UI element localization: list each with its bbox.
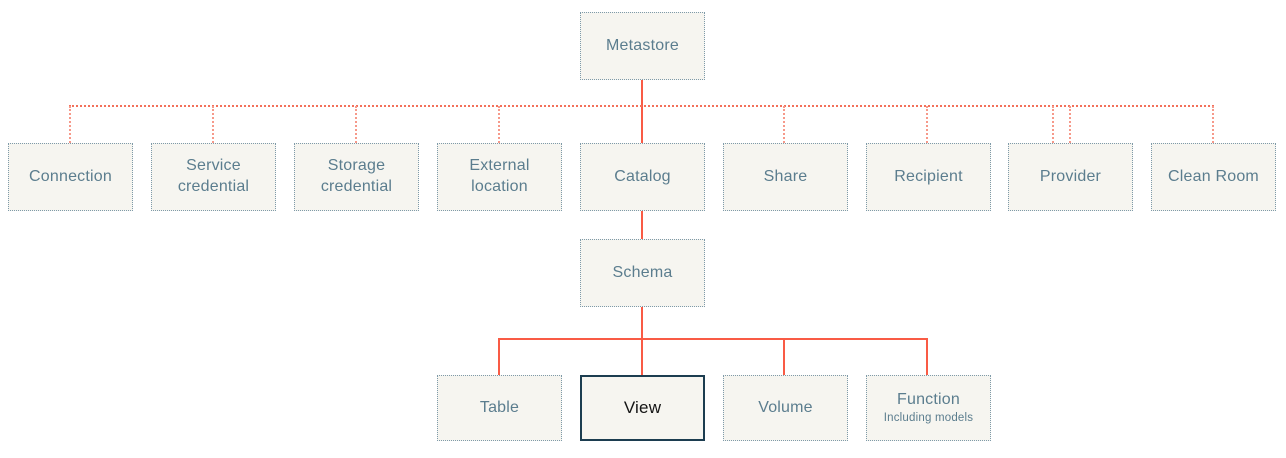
node-share-label: Share (763, 167, 808, 185)
connector-drop-function (926, 339, 928, 375)
node-volume: Volume (723, 375, 848, 441)
node-recipient-label: Recipient (894, 167, 963, 185)
node-function: Function Including models (866, 375, 991, 441)
connector-top-horizontal (69, 105, 1214, 107)
node-external-location-label: External location (469, 157, 530, 195)
connector-drop-provider-b (1069, 106, 1071, 143)
node-view: View (580, 375, 705, 441)
connector-drop-clean-room (1212, 106, 1214, 143)
connector-drop-storage-credential (355, 106, 357, 143)
node-function-label: Function (897, 391, 960, 409)
node-schema-label: Schema (612, 263, 673, 281)
node-table: Table (437, 375, 562, 441)
connector-drop-service-credential (212, 106, 214, 143)
node-catalog: Catalog (580, 143, 705, 211)
connector-schema-down (641, 307, 643, 338)
node-view-label: View (623, 397, 662, 417)
node-service-credential: Service credential (151, 143, 276, 211)
node-recipient: Recipient (866, 143, 991, 211)
node-table-label: Table (479, 398, 520, 416)
node-schema: Schema (580, 239, 705, 307)
node-catalog-label: Catalog (614, 167, 671, 185)
connector-drop-volume (783, 339, 785, 375)
node-volume-label: Volume (758, 398, 813, 416)
node-share: Share (723, 143, 848, 211)
node-provider-label: Provider (1039, 167, 1102, 185)
connector-drop-view (641, 339, 643, 375)
connector-metastore-down (641, 80, 643, 143)
connector-bottom-horizontal (498, 338, 928, 340)
node-clean-room-label: Clean Room (1168, 167, 1259, 185)
node-metastore-label: Metastore (606, 36, 679, 54)
node-connection-label: Connection (29, 167, 112, 185)
node-provider: Provider (1008, 143, 1133, 211)
node-storage-credential-label: Storage credential (320, 157, 393, 195)
connector-drop-share (783, 106, 785, 143)
connector-drop-recipient (926, 106, 928, 143)
connector-drop-table (498, 339, 500, 375)
node-function-sublabel: Including models (883, 412, 974, 424)
node-clean-room: Clean Room (1151, 143, 1276, 211)
connector-drop-external-location (498, 106, 500, 143)
node-storage-credential: Storage credential (294, 143, 419, 211)
node-metastore: Metastore (580, 12, 705, 80)
connector-catalog-schema (641, 211, 643, 239)
connector-drop-connection (69, 106, 71, 143)
node-external-location: External location (437, 143, 562, 211)
connector-drop-provider-a (1052, 106, 1054, 143)
node-connection: Connection (8, 143, 133, 211)
node-service-credential-label: Service credential (177, 157, 250, 195)
